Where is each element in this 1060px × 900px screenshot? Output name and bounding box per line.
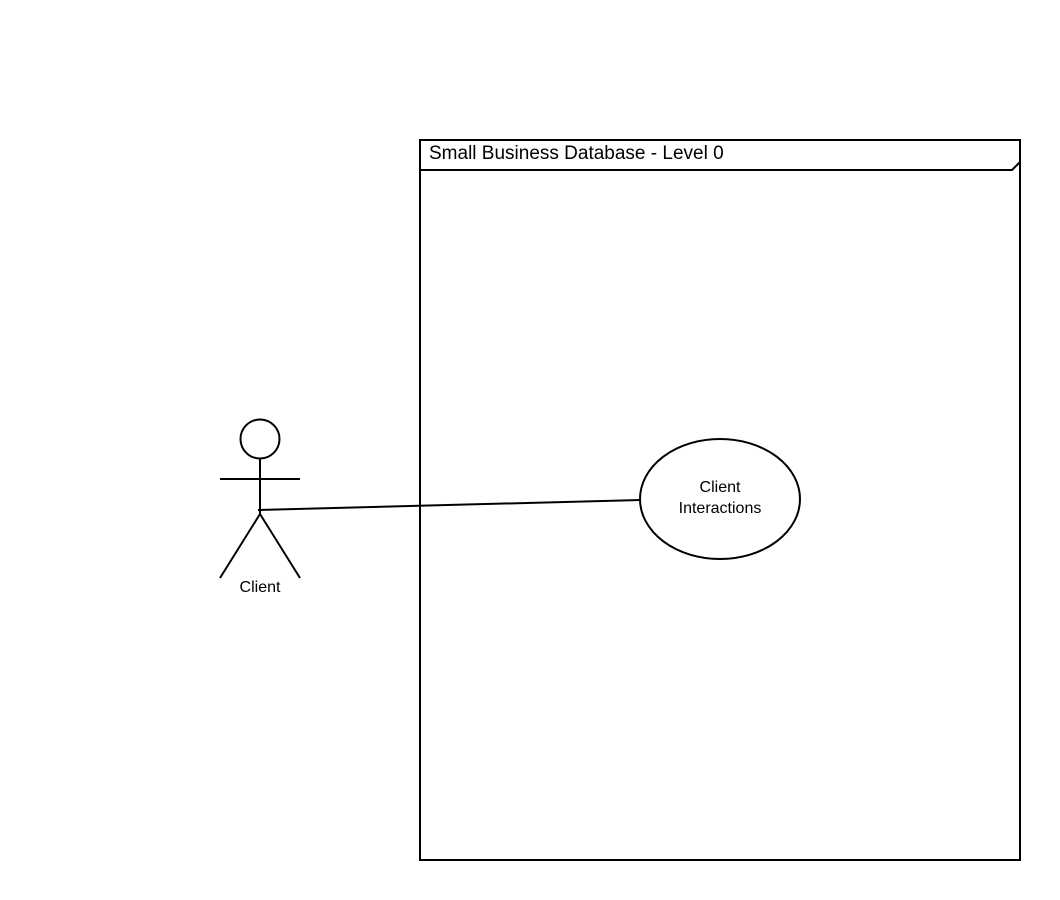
actor-label: Client [240,579,281,596]
use-case-label-line2: Interactions [679,500,762,517]
actor-left-leg [219,513,261,579]
actor-head [239,418,281,460]
association-line [257,499,641,511]
use-case-label-line1: Client [700,479,741,496]
frame-title-tab [420,161,1021,171]
system-boundary-frame: Small Business Database - Level 0 [419,139,1021,861]
frame-border [419,139,1021,861]
frame-title: Small Business Database - Level 0 [429,143,724,164]
actor-right-leg [259,513,301,579]
use-case-client-interactions: Client Interactions [639,438,801,560]
actor-client: Client [219,418,301,596]
use-case-ellipse [639,438,801,560]
